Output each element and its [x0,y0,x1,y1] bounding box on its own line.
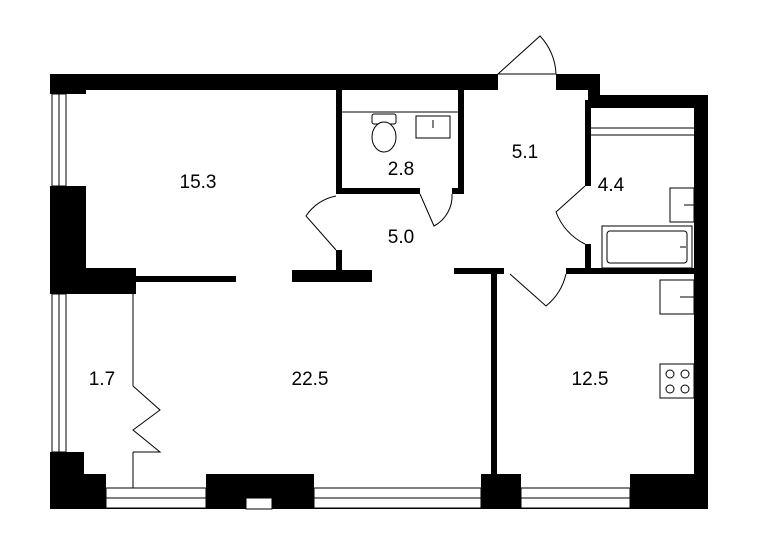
bedroom-door [305,195,337,251]
right-wall [694,95,708,509]
room-area-balcony: 1.7 [89,369,115,390]
interior-walls [84,88,696,488]
bottom-pier-2 [481,474,521,509]
wc-door [419,193,453,227]
doors [132,35,586,453]
kitchen-top-wall-left [454,268,504,274]
left-wall-corner [50,74,86,94]
bedroom-bottom-wall-left [84,268,136,294]
bath-sink-icon [669,187,695,223]
room-area-bedroom: 15.3 [180,172,217,193]
bathtub-icon [601,225,693,269]
kitchen-door [509,273,567,307]
top-wall [50,74,498,90]
kitchen-top-wall-right [566,268,696,274]
kitchen-sink-icon [659,279,695,315]
bedroom-bottom-wall [136,276,236,282]
bath-left-wall [585,100,591,186]
room-area-bathroom: 4.4 [598,175,625,196]
wc-sink-icon [415,115,451,139]
room-area-living-room: 22.5 [292,369,329,390]
bath-left-wall-low [585,244,591,274]
left-bottom-pier-2 [50,474,106,509]
stove-icon [659,363,695,399]
room-labels: 15.3 2.8 5.1 4.4 5.0 1.7 22.5 12.5 [89,142,625,390]
bedroom-right-wall [336,88,342,194]
fixtures [342,111,695,399]
windows [51,93,631,510]
bedroom-bottom-wall-right [292,270,372,282]
room-area-kitchen: 12.5 [572,369,609,390]
left-pier [50,186,86,294]
balcony-door [132,385,162,453]
kitchen-left-wall [491,268,497,474]
wc-bottom-wall-right [452,188,464,194]
bathroom-door [555,185,586,245]
bedroom-right-wall-low [336,250,342,278]
entry-door [496,35,557,75]
wc-bottom-wall [336,188,420,194]
right-top-wall [588,95,708,108]
wc-right-wall [458,88,464,194]
room-area-corridor: 5.0 [388,227,414,248]
toilet-icon [371,113,397,153]
room-area-entrance-hall: 5.1 [512,142,538,163]
bottom-pier-3 [630,474,708,509]
room-area-wc: 2.8 [388,159,414,180]
